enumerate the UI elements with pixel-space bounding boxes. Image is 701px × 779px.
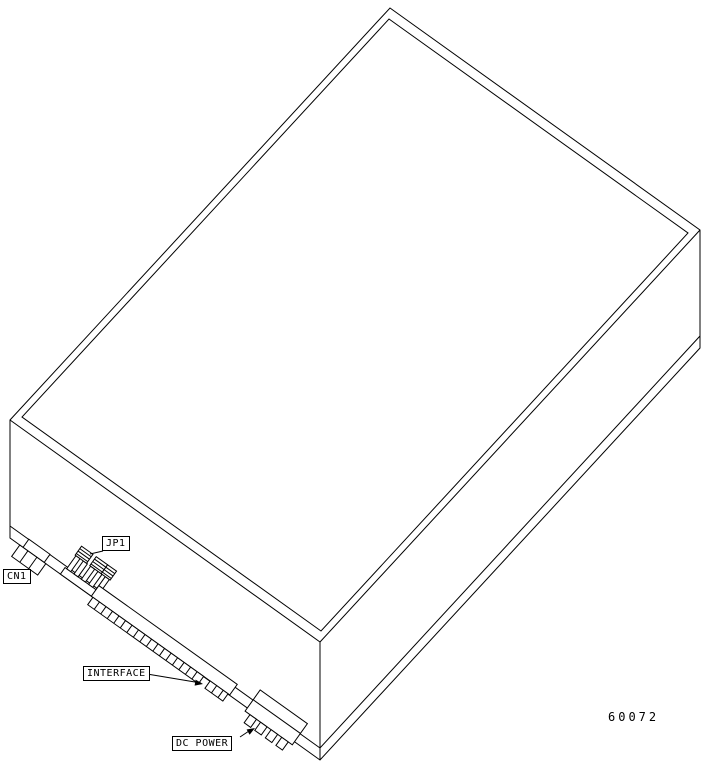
dc-power-leader-line: [239, 730, 250, 738]
interface-connector: [87, 584, 238, 702]
enclosure-silhouette: [9, 7, 701, 761]
jp1-label: JP1: [102, 536, 130, 551]
jp1-leader-line: [89, 550, 104, 555]
interface-leader-arrow: [194, 679, 203, 686]
enclosure-edges: [9, 229, 701, 760]
jp1-connector: [59, 545, 118, 602]
cn1-connector: [10, 538, 51, 576]
figure-number: 60072: [608, 710, 660, 724]
dc-power-connector: [243, 689, 309, 751]
interface-leader-line: [146, 673, 202, 684]
top-face-inset: [21, 18, 689, 632]
dc-power-leader-arrow: [246, 728, 255, 735]
cn1-label: CN1: [3, 569, 31, 584]
interface-label: INTERFACE: [83, 666, 150, 681]
dc-power-label: DC POWER: [172, 736, 233, 751]
